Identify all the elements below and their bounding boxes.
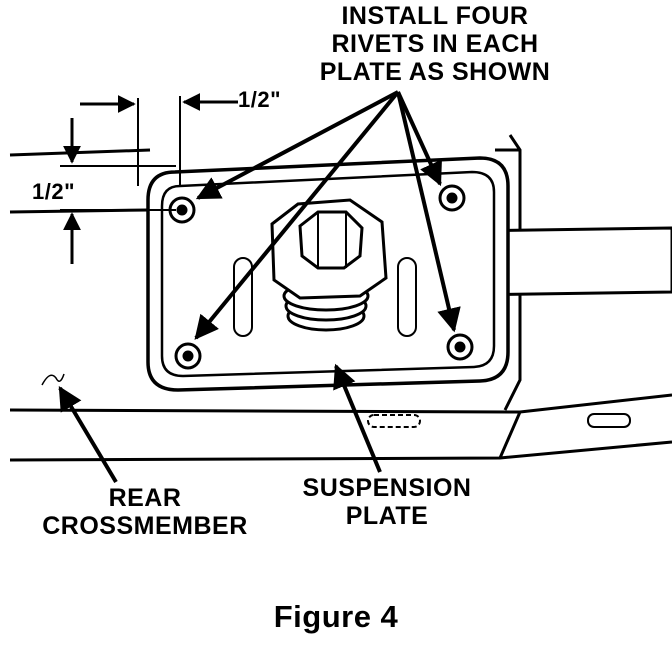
upper-rail-top-edge [9,148,520,157]
rivet-bottom-left [174,342,202,370]
rail-end-corner [498,393,672,459]
rivets [168,184,474,370]
arrow-to-rivet-top-left [195,90,399,200]
dimension-vertical-label: 1/2" [32,179,76,204]
rear-label-line-1: REAR [108,484,182,512]
suspension-label-line-2: PLATE [345,502,429,530]
arrow-to-suspension-plate [333,363,382,473]
rail-slots [367,413,631,428]
hex-nut [298,210,364,270]
plate-inner [160,170,496,378]
rivet-bottom-right [446,333,474,361]
lower-rail-bottom-edge [9,440,672,462]
crossmember-thin-curve [41,373,65,386]
install-callout-line-3: PLATE AS SHOWN [319,58,551,86]
plate-slot-right [397,257,417,337]
nut-face-line [317,212,347,268]
plate-slot-left [233,257,253,337]
figure-caption: Figure 4 [273,599,399,634]
install-callout-line-1: INSTALL FOUR [341,2,529,30]
bushing-assembly [270,198,388,332]
arrow-to-crossmember [58,385,118,484]
slot-right [587,413,631,428]
rear-label-line-2: CROSSMEMBER [42,512,248,540]
suspension-plate-label: SUSPENSION PLATE [282,474,492,530]
arrow-to-rivet-bottom-left [194,90,400,340]
frame-rails [9,134,672,462]
arrow-to-rivet-top-right [396,91,442,187]
label-arrows [58,363,382,484]
arrow-to-rivet-bottom-right [396,91,461,333]
lower-rail-top-edge [9,408,521,414]
rivet-arrows [194,90,461,340]
dimension-vertical [60,118,176,264]
install-callout-line-2: RIVETS IN EACH [331,30,539,58]
rear-crossmember-label: REAR CROSSMEMBER [40,484,250,540]
dimension-horizontal [80,93,238,186]
rivet-top-right [438,184,466,212]
suspension-label-line-1: SUSPENSION [302,474,472,502]
install-rivets-callout: INSTALL FOUR RIVETS IN EACH PLATE AS SHO… [300,2,570,86]
slot-left [367,414,421,428]
dimension-horizontal-label: 1/2" [238,87,282,112]
